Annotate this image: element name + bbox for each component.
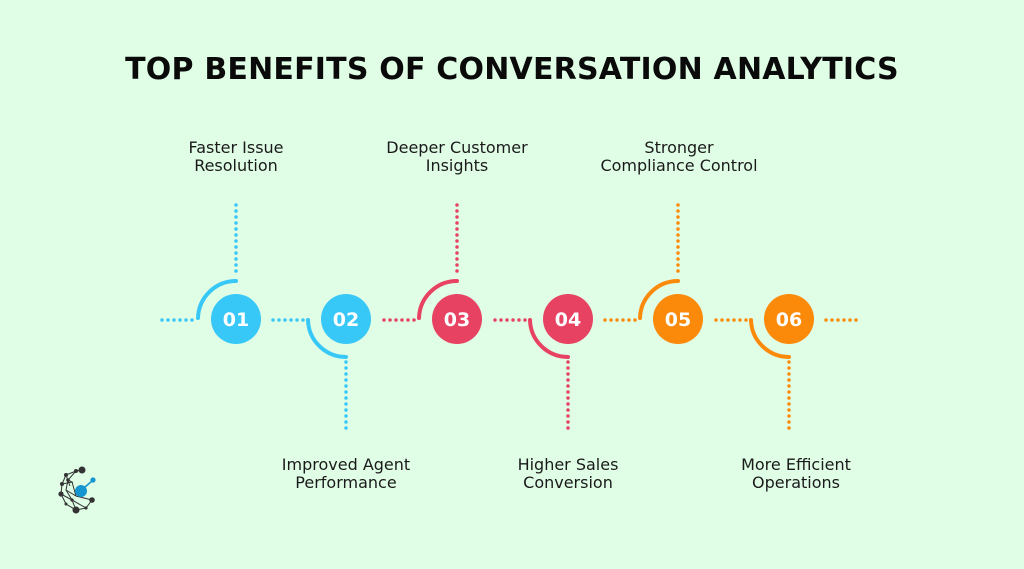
- arc: [306, 318, 348, 359]
- step-02: 02: [271, 294, 371, 436]
- step-05: 05: [603, 203, 703, 344]
- label-line: Performance: [295, 473, 397, 492]
- number-circle: [543, 294, 593, 344]
- step-06-label: More Efficient Operations: [696, 456, 896, 492]
- arc: [196, 279, 238, 320]
- step-number: 02: [333, 309, 359, 331]
- step-number: 06: [776, 309, 802, 331]
- step-03-label: Deeper Customer Insights: [357, 139, 557, 175]
- number-circle: [321, 294, 371, 344]
- number-circle: [432, 294, 482, 344]
- arc: [638, 279, 680, 320]
- arc: [749, 318, 791, 359]
- label-line: Compliance Control: [600, 156, 758, 175]
- step-04: 04: [493, 294, 593, 436]
- step-01-label: Faster Issue Resolution: [136, 139, 336, 175]
- label-line: Faster Issue: [188, 138, 284, 157]
- arc: [417, 279, 459, 320]
- number-circle: [211, 294, 261, 344]
- network-c-logo-icon: [58, 466, 96, 514]
- step-number: 04: [555, 309, 581, 331]
- label-line: More Efficient: [741, 455, 851, 474]
- step-number: 03: [444, 309, 470, 331]
- page-title: TOP BENEFITS OF CONVERSATION ANALYTICS: [125, 52, 899, 87]
- number-circle: [653, 294, 703, 344]
- step-number: 05: [665, 309, 691, 331]
- label-line: Operations: [752, 473, 840, 492]
- step-03: 03: [382, 203, 482, 344]
- number-circle: [764, 294, 814, 344]
- label-line: Insights: [425, 156, 489, 175]
- label-line: Resolution: [194, 156, 278, 175]
- label-line: Improved Agent: [281, 455, 411, 474]
- step-02-label: Improved Agent Performance: [246, 456, 446, 492]
- label-line: Higher Sales: [517, 455, 619, 474]
- step-05-label: Stronger Compliance Control: [579, 139, 779, 175]
- arc: [528, 318, 570, 359]
- label-line: Conversion: [523, 473, 613, 492]
- step-04-label: Higher Sales Conversion: [468, 456, 668, 492]
- step-number: 01: [223, 309, 249, 331]
- label-line: Stronger: [644, 138, 714, 157]
- step-01: 01: [160, 203, 261, 344]
- step-06: 06: [714, 294, 864, 436]
- label-line: Deeper Customer: [386, 138, 528, 157]
